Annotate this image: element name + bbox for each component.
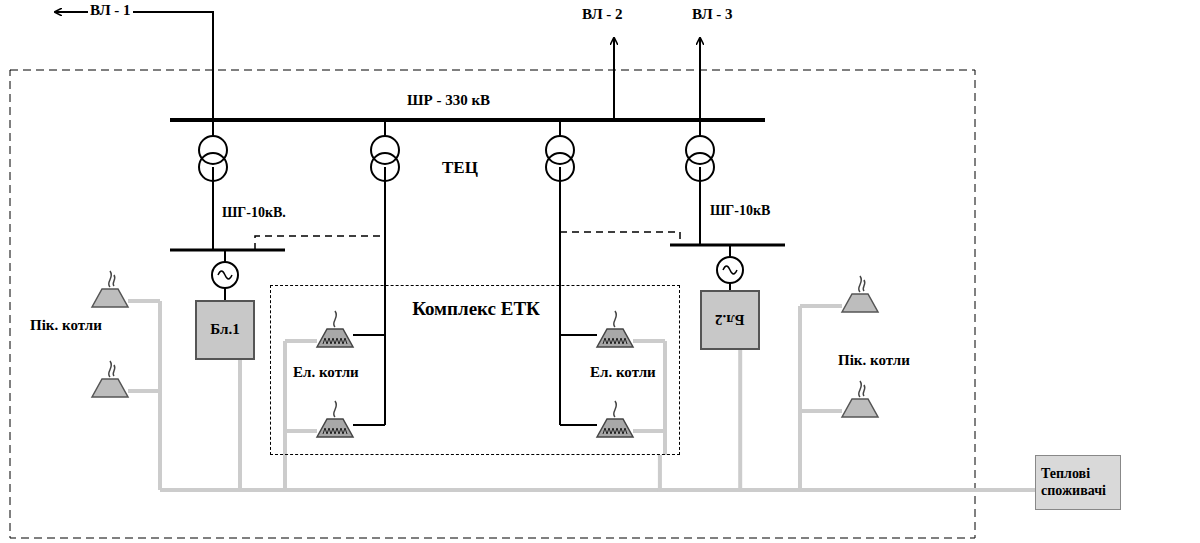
power-line — [213, 120, 700, 425]
heat-pipe — [800, 306, 842, 490]
boiler-label: Ел. котли — [588, 364, 658, 381]
power-line — [170, 118, 765, 122]
plant-boundary — [10, 70, 975, 538]
transformer-symbol — [546, 136, 574, 181]
tie-line — [560, 232, 680, 245]
heat-pipe — [128, 301, 160, 490]
tie-line — [255, 232, 680, 250]
heat-pipe — [633, 341, 665, 455]
heat-pipe-connector — [240, 360, 1035, 490]
power-line — [613, 38, 615, 120]
bus-label: ШГ-10кВ. — [220, 205, 288, 221]
consumer-box: Теплові споживачі — [1035, 455, 1121, 510]
plant-boundary — [10, 70, 975, 538]
box-text: Теплові споживачі — [1041, 466, 1115, 498]
transformer-symbol — [686, 136, 714, 181]
generator-symbol — [212, 257, 743, 288]
power-line — [55, 12, 785, 425]
boiler-label: Пік. котли — [28, 317, 104, 334]
transformer-symbol — [371, 136, 399, 181]
tie-line — [255, 236, 385, 250]
power-unit-box: Бл.1 — [195, 300, 255, 360]
electric-boiler-icon — [597, 311, 633, 347]
power-line — [353, 335, 597, 425]
plant-label: ТЕЦ — [440, 158, 480, 178]
power-line — [170, 245, 785, 250]
region-title: Комплекс ЕТК — [411, 298, 541, 320]
line-label: ВЛ - 3 — [690, 6, 735, 23]
line-label: ВЛ - 2 — [580, 6, 625, 23]
power-line — [225, 245, 730, 300]
peak-boiler-icon — [92, 271, 128, 307]
heat-pipe-connector — [740, 350, 1035, 490]
electric-boiler-icon — [317, 311, 633, 437]
line-label: ВЛ - 1 — [88, 2, 133, 19]
power-unit-box: Бл.2 — [700, 290, 760, 350]
power-line — [55, 12, 213, 120]
transformer-symbol — [199, 136, 714, 181]
generator-symbol — [717, 257, 743, 283]
transformer-symbol — [199, 136, 227, 181]
heat-pipe-connector — [660, 455, 1035, 490]
electric-boiler-icon — [317, 311, 353, 347]
heat-pipe — [128, 301, 1035, 490]
generator-symbol — [212, 262, 238, 288]
electric-boiler-icon — [597, 401, 633, 437]
power-line — [699, 38, 701, 120]
peak-boiler-icon — [842, 276, 878, 312]
peak-boiler-icon — [842, 381, 878, 417]
boiler-label: Ел. котли — [291, 364, 361, 381]
bus-label: ШГ-10кВ — [708, 203, 772, 219]
box-text: Бл.1 — [210, 321, 239, 338]
electric-boiler-icon — [317, 401, 353, 437]
boiler-label: Пік. котли — [836, 352, 912, 369]
peak-boiler-icon — [92, 271, 878, 417]
busbar-label: ШР - 330 кВ — [405, 92, 492, 109]
box-text: Бл.2 — [715, 311, 744, 328]
peak-boiler-icon — [92, 361, 128, 397]
